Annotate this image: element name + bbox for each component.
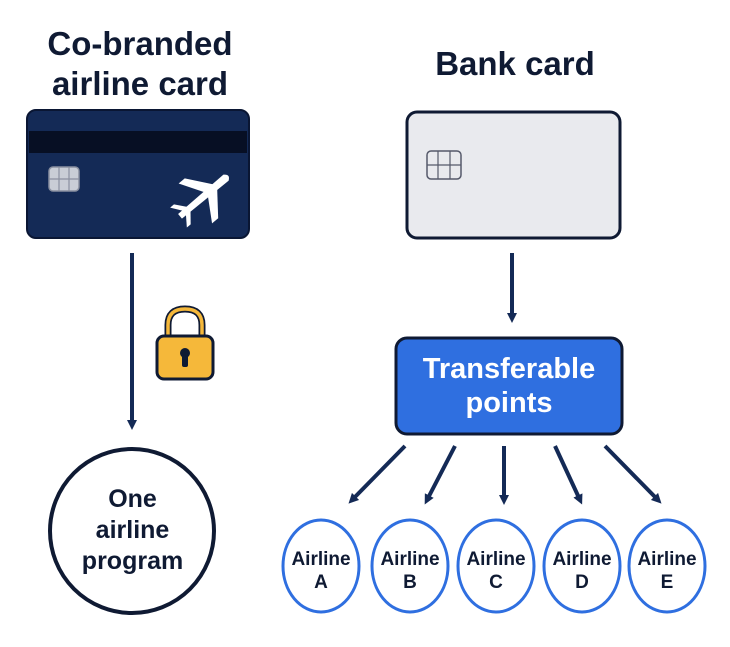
airline-b-line1: Airline: [380, 549, 440, 570]
airline-b-label: Airline B: [370, 548, 450, 594]
airline-e-line1: Airline: [637, 549, 697, 570]
arrow-to-airline-b: [424, 445, 457, 505]
airline-e-line2: E: [660, 572, 674, 593]
arrow-to-airline-e: [603, 444, 662, 504]
arrow-to-airline-a: [348, 444, 407, 504]
magnetic-stripe: [29, 131, 247, 153]
one-airline-line2: airline: [95, 516, 170, 544]
airline-d-line2: D: [575, 572, 589, 593]
transferable-points-label: Transferable points: [398, 340, 620, 432]
bank-card-title: Bank card: [435, 45, 595, 82]
airline-b-line2: B: [403, 572, 417, 593]
airline-c-circle: [456, 518, 536, 614]
one-airline-line1: One: [108, 485, 157, 513]
airline-a-line1: Airline: [291, 549, 351, 570]
cobranded-card-title: Co-branded airline card: [20, 24, 260, 104]
one-airline-program-label: One airline program: [55, 468, 210, 593]
airline-a-circle: [281, 518, 361, 614]
one-airline-line3: program: [81, 547, 184, 575]
airline-b-circle: [370, 518, 450, 614]
airline-e-circle: [627, 518, 707, 614]
airline-c-label: Airline C: [456, 548, 536, 594]
bank-card: [405, 110, 622, 240]
airline-c-line2: C: [489, 572, 503, 593]
airline-d-circle: [542, 518, 622, 614]
airline-a-label: Airline A: [281, 548, 361, 594]
transferable-line1: Transferable: [422, 353, 596, 385]
chip-icon: [48, 166, 80, 192]
one-airline-program-circle: [48, 447, 216, 615]
cobranded-card: [26, 109, 250, 239]
airline-d-label: Airline D: [542, 548, 622, 594]
airline-e-label: Airline E: [627, 548, 707, 594]
airline-c-line1: Airline: [466, 549, 526, 570]
airline-a-line2: A: [314, 572, 328, 593]
airline-d-line1: Airline: [552, 549, 612, 570]
transferable-line2: points: [465, 387, 553, 419]
bank-chip-icon: [426, 150, 462, 180]
cobranded-title-line2: airline card: [51, 65, 229, 102]
airplane-icon: [170, 174, 229, 228]
cobranded-title-line1: Co-branded: [47, 25, 233, 62]
arrow-to-airline-d: [553, 445, 583, 505]
transferable-points-box: [394, 336, 624, 436]
lock-icon: [155, 305, 215, 381]
bank-card-body: [405, 110, 622, 240]
